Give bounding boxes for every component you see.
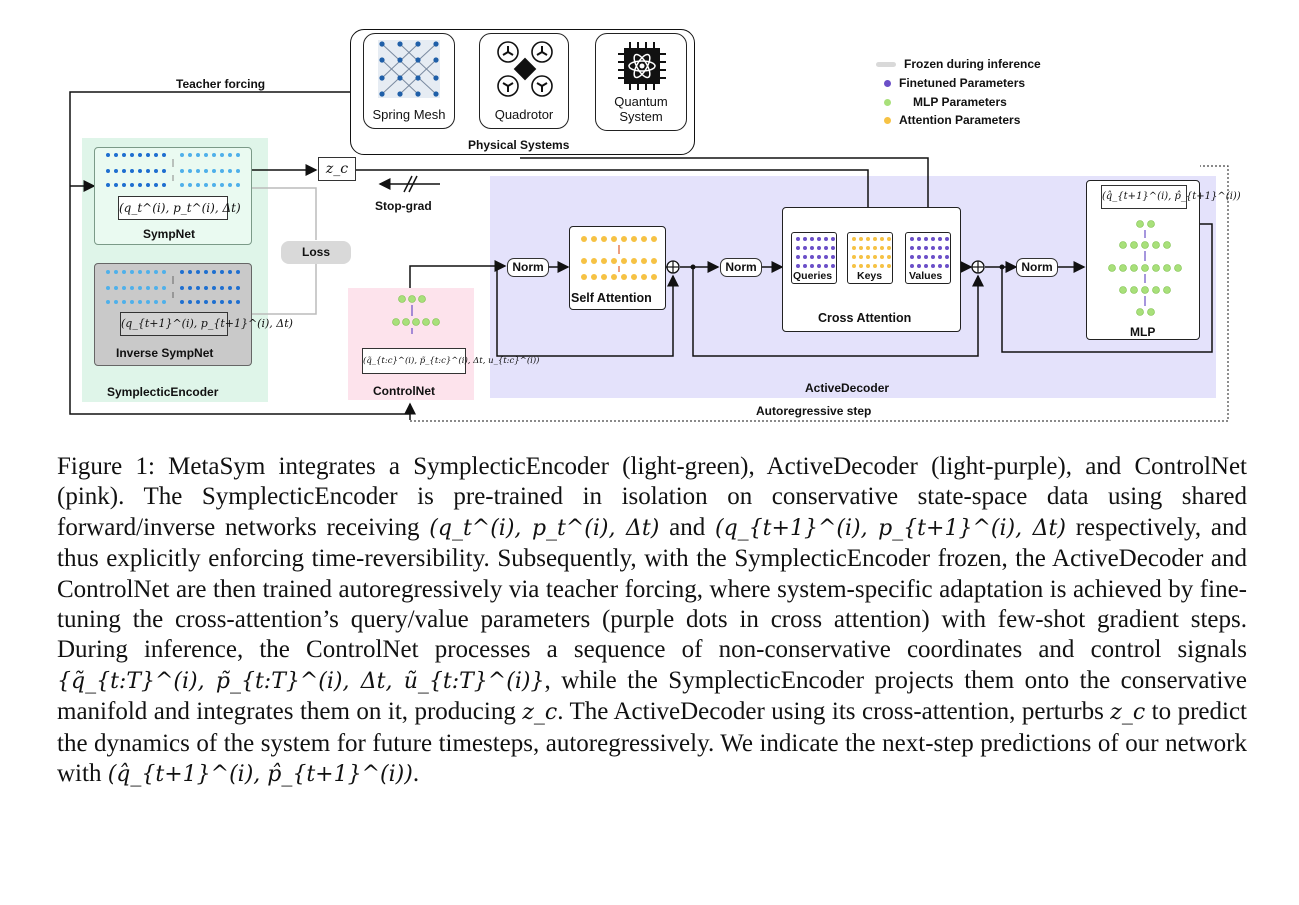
sympnet-label: SympNet bbox=[143, 227, 196, 241]
caption-text-6: to predict the dynamics of the system fo… bbox=[57, 698, 1247, 788]
spring-mesh-card: Spring Mesh bbox=[363, 33, 455, 129]
mlp-dots bbox=[1108, 220, 1182, 316]
frozen-swatch bbox=[876, 62, 896, 68]
caption-text-1: Figure 1: MetaSym integrates a Symplecti… bbox=[57, 453, 1247, 541]
caption-text-3: respectively, and thus explicitly enforc… bbox=[57, 513, 1247, 664]
legend-finetuned-label: Finetuned Parameters bbox=[899, 76, 1026, 90]
quantum-system-card: Quantum System bbox=[595, 33, 687, 131]
inverse-sympnet-label: Inverse SympNet bbox=[116, 346, 214, 360]
controlnet-region bbox=[348, 288, 474, 400]
physical-systems-title: Physical Systems bbox=[468, 138, 570, 152]
caption-text-4: , while the SymplecticEncoder projects t… bbox=[57, 666, 1248, 726]
mlp-dot-icon bbox=[884, 99, 891, 107]
legend-frozen: Frozen during inference bbox=[876, 57, 1041, 71]
attention-dot-icon bbox=[884, 117, 891, 125]
caption-math-6: (q̂_{t+1}^(i), p̂_{t+1}^(i)) bbox=[107, 762, 413, 788]
loss-node: Loss bbox=[281, 241, 351, 264]
legend-attention-label: Attention Parameters bbox=[899, 113, 1021, 127]
inverse-sympnet-dots bbox=[106, 270, 240, 304]
quadrotor-label: Quadrotor bbox=[494, 107, 554, 122]
caption-math-1: (q_t^(i), p_t^(i), Δt) bbox=[429, 515, 660, 541]
finetuned-dot-icon bbox=[884, 80, 891, 88]
caption-text-7: . bbox=[412, 760, 420, 788]
caption-text-2: and bbox=[659, 513, 716, 541]
self-attention-dots bbox=[581, 236, 657, 280]
spring-mesh-icon bbox=[378, 40, 440, 98]
values-dots bbox=[910, 237, 949, 268]
caption-math-2: (q_{t+1}^(i), p_{t+1}^(i), Δt) bbox=[715, 515, 1066, 541]
legend-attention: Attention Parameters bbox=[884, 113, 1020, 127]
caption-math-3: {q̃_{t:T}^(i), p̃_{t:T}^(i), Δt, ũ_{t:T}… bbox=[57, 668, 545, 694]
mlp-label: MLP bbox=[1130, 325, 1156, 339]
active-decoder-title: ActiveDecoder bbox=[805, 381, 890, 395]
figure-caption: Figure 1: MetaSym integrates a Symplecti… bbox=[57, 452, 1247, 790]
queries-dots bbox=[796, 237, 835, 268]
teacher-forcing-label: Teacher forcing bbox=[176, 77, 266, 91]
spring-mesh-label: Spring Mesh bbox=[372, 107, 446, 122]
controlnet-dots bbox=[392, 295, 440, 334]
queries-label: Queries bbox=[793, 270, 833, 282]
zc-box: z_c bbox=[318, 157, 356, 181]
caption-math-5: z_c bbox=[1110, 700, 1146, 726]
norm-3: Norm bbox=[1016, 258, 1058, 277]
controlnet-title: ControlNet bbox=[373, 384, 435, 398]
symplectic-encoder-title: SymplecticEncoder bbox=[107, 385, 219, 399]
sympnet-dots bbox=[106, 153, 240, 187]
self-attention-label: Self Attention bbox=[571, 291, 652, 305]
cross-attention-label: Cross Attention bbox=[818, 311, 912, 325]
keys-label: Keys bbox=[857, 270, 883, 282]
values-label: Values bbox=[909, 270, 943, 282]
quantum-chip-icon bbox=[618, 42, 666, 90]
legend-frozen-label: Frozen during inference bbox=[904, 57, 1041, 71]
mlp-output-box: (q̂_{t+1}^(i), p̂_{t+1}^(i)) bbox=[1101, 185, 1241, 209]
quadrotor-card: Quadrotor bbox=[479, 33, 569, 129]
autoregressive-step-label: Autoregressive step bbox=[756, 404, 872, 418]
norm-2: Norm bbox=[720, 258, 762, 277]
inverse-input-box: (q_{t+1}^(i), p_{t+1}^(i), Δt) bbox=[120, 312, 293, 336]
sympnet-input-box: (q_t^(i), p_t^(i), Δt) bbox=[118, 196, 241, 220]
legend-mlp: MLP Parameters bbox=[884, 95, 1007, 109]
controlnet-input-box: (q̃_{t:c}^(i), p̃_{t:c}^(i), Δt, u_{t:c}… bbox=[362, 348, 540, 374]
connection-lines bbox=[69, 91, 1229, 422]
quadrotor-icon bbox=[497, 41, 553, 97]
legend-mlp-label: MLP Parameters bbox=[913, 95, 1007, 109]
norm-1: Norm bbox=[507, 258, 549, 277]
caption-math-4: z_c bbox=[522, 700, 558, 726]
legend-finetuned: Finetuned Parameters bbox=[884, 76, 1025, 90]
keys-dots bbox=[852, 237, 891, 268]
caption-text-5: . The ActiveDecoder using its cross-atte… bbox=[557, 698, 1111, 726]
stop-grad-label: Stop-grad bbox=[375, 199, 432, 213]
quantum-system-label: Quantum System bbox=[614, 94, 668, 124]
